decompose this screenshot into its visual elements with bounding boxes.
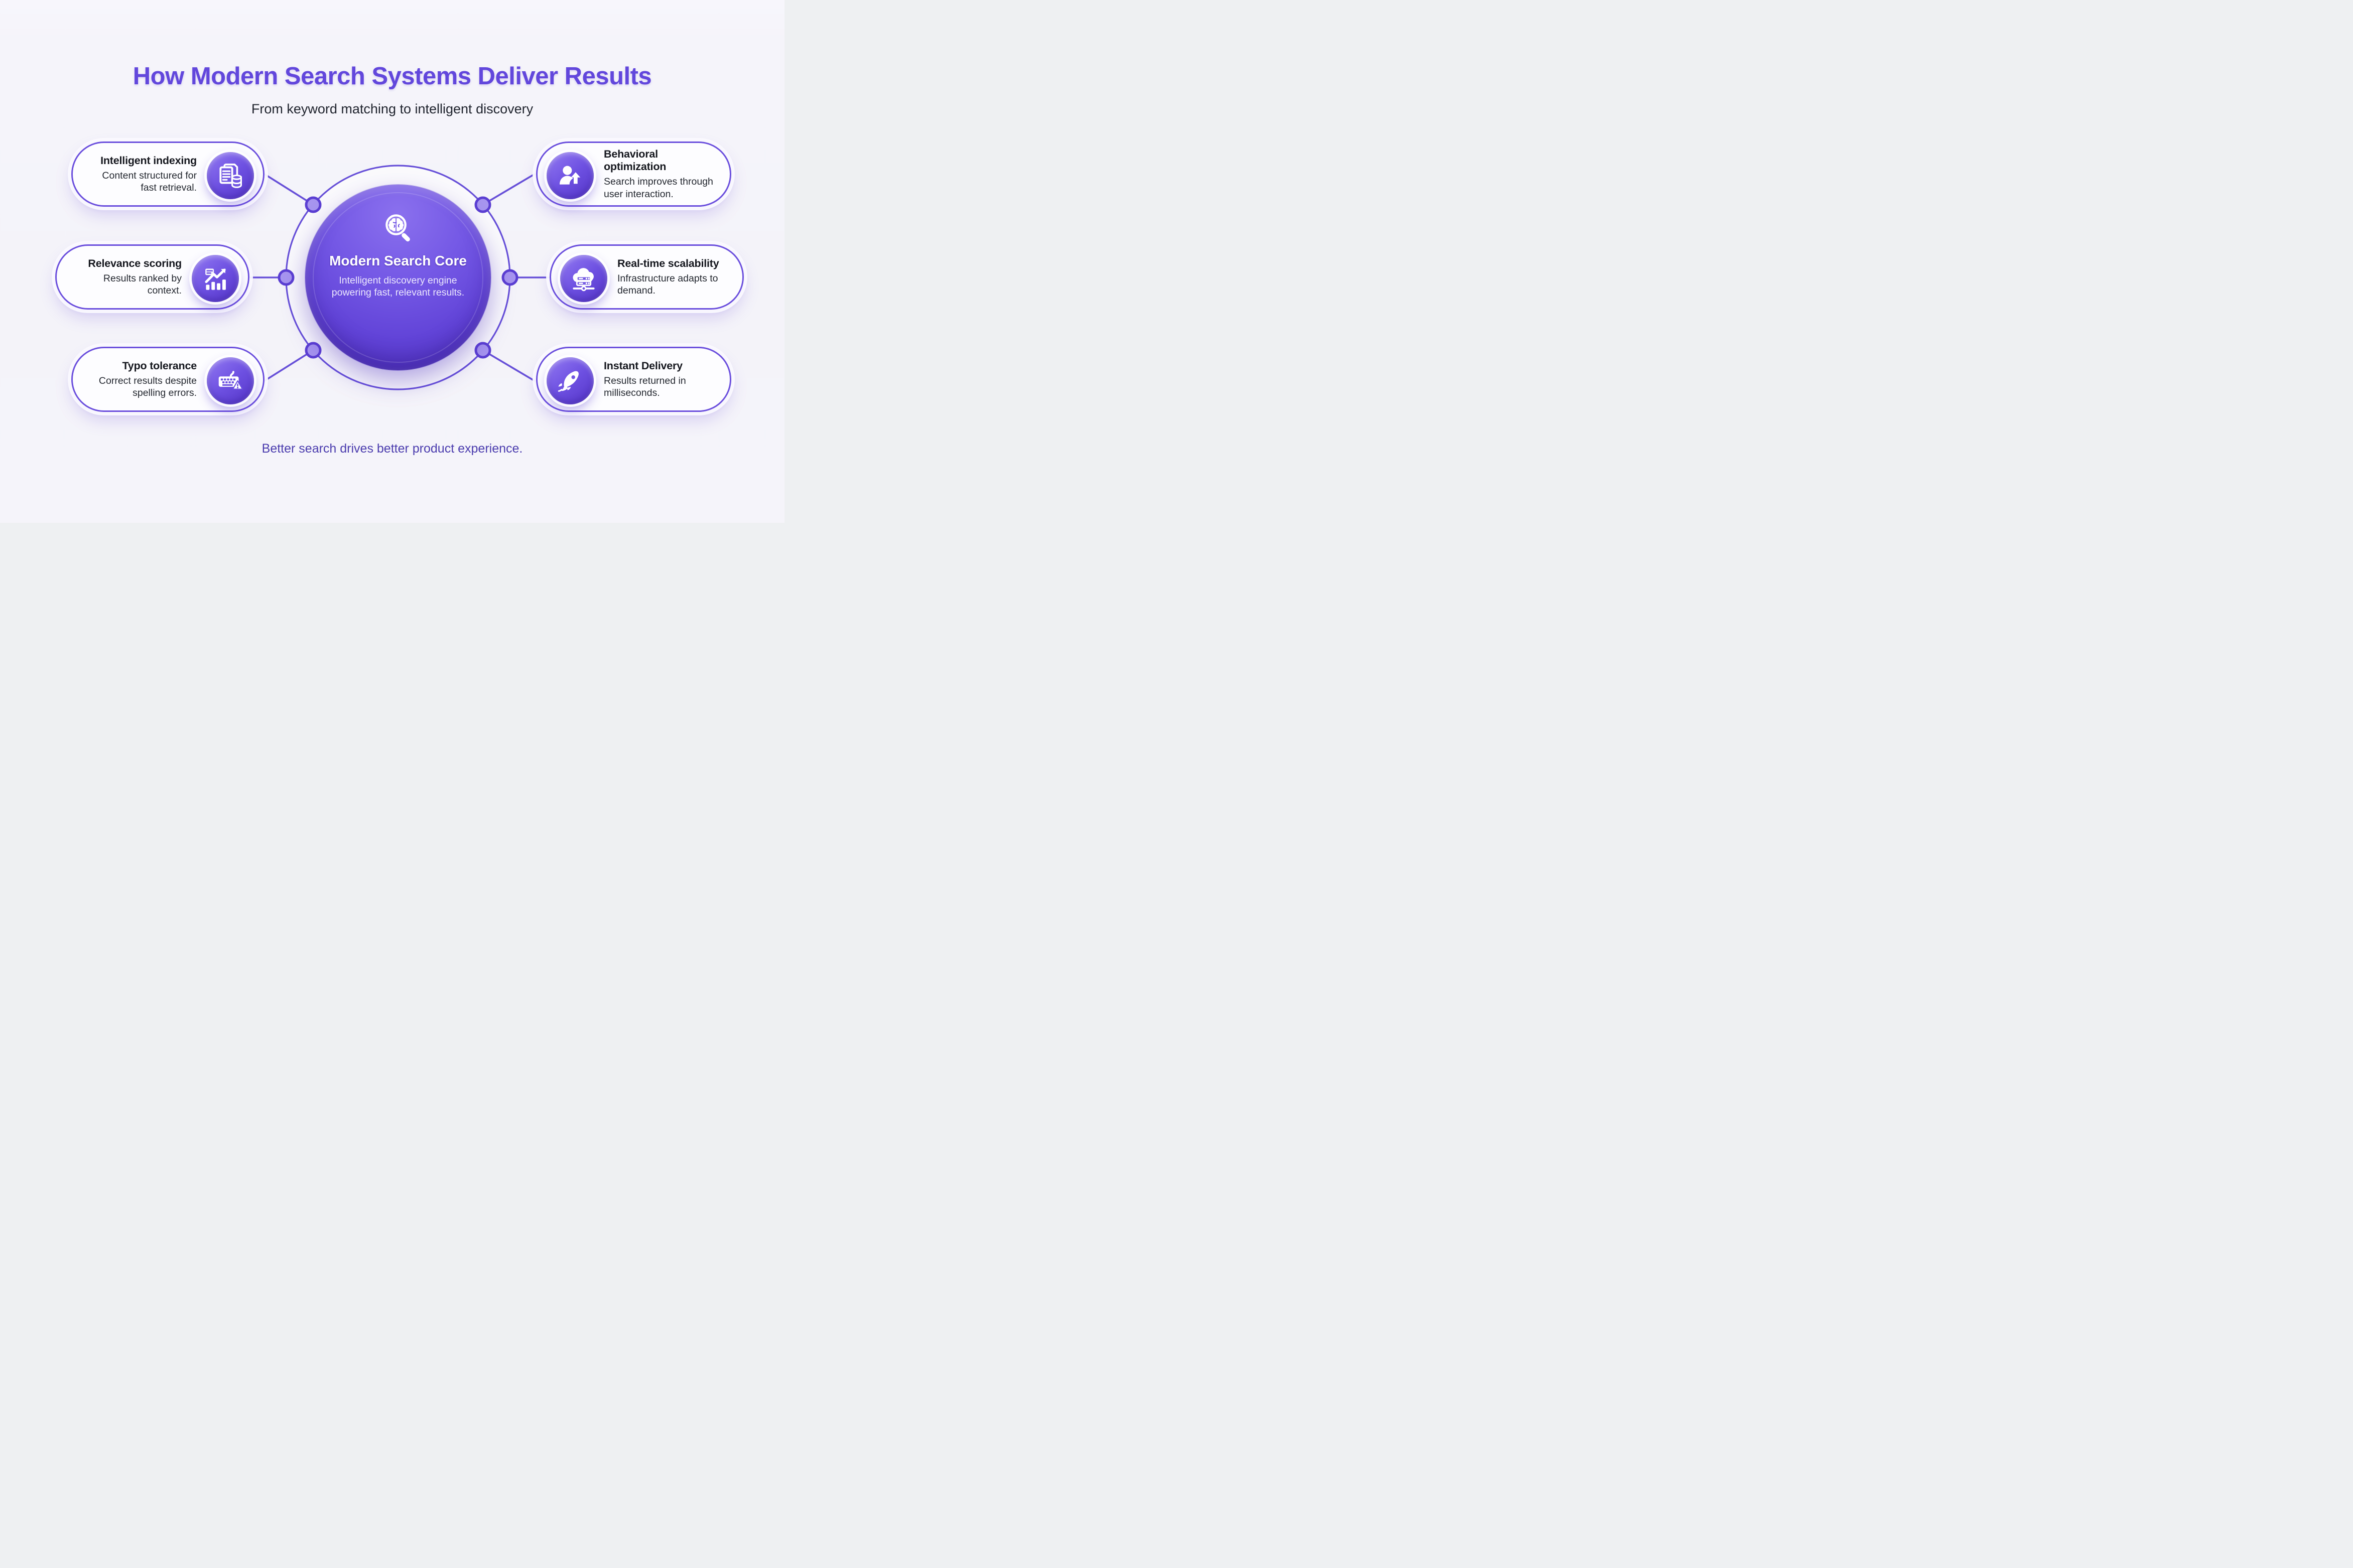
card-icon-badge (207, 152, 254, 199)
connector-node (501, 269, 518, 286)
infographic-canvas: How Modern Search Systems Deliver Result… (0, 0, 785, 523)
card-description: Results returned in milliseconds. (604, 375, 686, 398)
feature-card-behavioral-optimization: Behavioral optimization Search improves … (536, 141, 731, 207)
rocket-icon (558, 371, 579, 392)
feature-card-typo-tolerance: Typo tolerance Correct results despite s… (71, 347, 265, 412)
core-description: Intelligent discovery engine powering fa… (331, 275, 465, 298)
connector-node (278, 269, 295, 286)
card-title: Behavioral optimization (604, 148, 667, 173)
keyboard-warning-icon (218, 371, 243, 390)
feature-card-instant-delivery: Instant Delivery Results returned in mil… (536, 347, 731, 412)
chart-growth-icon (205, 268, 226, 290)
card-description: Results ranked by context. (103, 272, 182, 296)
footer-tagline: Better search drives better product expe… (262, 442, 523, 456)
card-title: Real-time scalability (617, 257, 719, 269)
connector-node (474, 342, 491, 359)
connector-line-top-left (264, 173, 314, 206)
card-icon-badge (207, 357, 254, 404)
feature-card-relevance-scoring: Relevance scoring Results ranked by cont… (55, 244, 249, 310)
card-title: Relevance scoring (88, 257, 182, 269)
page-subtitle: From keyword matching to intelligent dis… (251, 101, 534, 116)
core-title: Modern Search Core (329, 253, 467, 268)
feature-card-real-time-scalability: Real-time scalability Infrastructure ada… (550, 244, 744, 310)
user-growth-icon (560, 166, 581, 185)
connector-line-bottom-left (264, 349, 314, 382)
cloud-server-icon (573, 268, 595, 292)
card-icon-badge (192, 255, 239, 302)
card-description: Search improves through user interaction… (604, 176, 713, 200)
card-description: Infrastructure adapts to demand. (617, 272, 718, 296)
page-title: How Modern Search Systems Deliver Result… (133, 63, 652, 90)
connector-line-top-right (482, 173, 536, 206)
brain-search-icon (385, 214, 410, 242)
connector-line-bottom-right (482, 349, 536, 382)
card-description: Content structured for fast retrieval. (102, 170, 197, 193)
card-title: Intelligent indexing (100, 154, 197, 167)
core-hub: Modern Search Core Intelligent discovery… (305, 185, 491, 370)
card-icon-badge (560, 255, 607, 302)
connector-node (474, 196, 491, 213)
card-icon-badge (547, 152, 594, 199)
documents-database-icon (219, 163, 242, 188)
card-icon-badge (547, 357, 594, 404)
feature-card-intelligent-indexing: Intelligent indexing Content structured … (71, 141, 265, 207)
connector-nodes (278, 196, 518, 359)
card-description: Correct results despite spelling errors. (98, 375, 197, 398)
card-title: Typo tolerance (122, 359, 197, 372)
connector-node (305, 196, 322, 213)
card-title: Instant Delivery (604, 359, 683, 372)
connector-node (305, 342, 322, 359)
